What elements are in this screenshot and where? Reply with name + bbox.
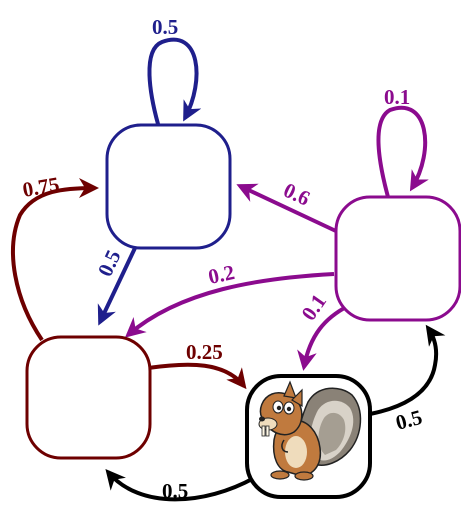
edge-purple-to-red: [124, 272, 335, 338]
label-squirrel-to-red: 0.5: [162, 479, 188, 503]
state-purple: [334, 195, 461, 322]
edge-purple-to-squirrel: [297, 304, 349, 371]
label-squirrel-to-purple: 0.5: [393, 405, 425, 435]
state-blue: [105, 123, 232, 250]
squirrel-icon: [258, 380, 362, 481]
label-blue-to-blue: 0.5: [152, 15, 178, 39]
edge-squirrel-to-red: [105, 468, 255, 502]
label-purple-to-purple: 0.1: [384, 85, 410, 109]
edge-purple-to-blue: [236, 183, 339, 234]
state-red: [25, 335, 152, 460]
label-red-to-blue: 0.75: [21, 172, 61, 202]
label-purple-to-red: 0.2: [206, 260, 237, 289]
edge-red-to-squirrel: [147, 362, 247, 390]
edge-blue-to-red: [97, 247, 137, 326]
edge-squirrel-to-purple: [369, 324, 446, 416]
label-red-to-squirrel: 0.25: [186, 340, 223, 364]
edge-purple-to-purple: [376, 105, 429, 198]
edge-red-to-blue: [11, 178, 99, 342]
edge-blue-to-blue: [147, 37, 202, 125]
